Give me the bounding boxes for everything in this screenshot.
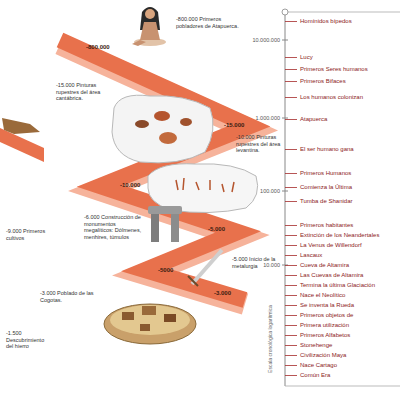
timeline-item: Atapuerca bbox=[300, 116, 327, 123]
dolmen-figure bbox=[148, 206, 182, 242]
chart-tick bbox=[285, 201, 297, 202]
chart-tick bbox=[285, 265, 297, 266]
axis-title: Escala cronológica logarítmica bbox=[267, 299, 273, 379]
date-text: -15.000 bbox=[224, 122, 244, 128]
timeline-item: Extinción de los Neandertales bbox=[300, 232, 379, 239]
timeline-item: Tumba de Shanidar bbox=[300, 198, 352, 205]
chart-tick bbox=[285, 255, 297, 256]
timeline-item: Primeros Humanos bbox=[300, 170, 351, 177]
axis-value: 10.000 bbox=[220, 262, 280, 268]
event-note: -9.000 Primeros cultivos bbox=[6, 228, 46, 241]
village-figure bbox=[104, 304, 196, 344]
animal-figure bbox=[2, 118, 40, 134]
chart-tick bbox=[285, 325, 297, 326]
date-text: -5000 bbox=[158, 267, 173, 273]
chart-tick bbox=[285, 375, 297, 376]
timeline-item: Primeros Alfabetos bbox=[300, 332, 350, 339]
date-text: -10.000 bbox=[120, 182, 140, 188]
band-date: -5000 bbox=[156, 266, 175, 274]
timeline-item: Primeros Seres humanos bbox=[300, 66, 368, 73]
timeline-item: Termina la última Glaciación bbox=[300, 282, 375, 289]
chart-tick bbox=[285, 285, 297, 286]
chart-tick bbox=[285, 295, 297, 296]
chart-tick bbox=[285, 355, 297, 356]
event-note: -800.000 Primeros pobladores de Atapuerc… bbox=[176, 16, 246, 29]
chart-tick bbox=[285, 345, 297, 346]
timeline-item: Primeros habitantes bbox=[300, 222, 353, 229]
band-date: -3.000 bbox=[212, 289, 233, 297]
rock-paintings-levantine bbox=[148, 164, 258, 213]
chart-tick bbox=[285, 119, 297, 120]
chart-tick bbox=[285, 57, 297, 58]
timeline-item: Stonehenge bbox=[300, 342, 332, 349]
chart-tick bbox=[285, 275, 297, 276]
date-text: -800.000 bbox=[86, 44, 110, 50]
timeline-item: Lascaux bbox=[300, 252, 322, 259]
person-figure bbox=[132, 7, 166, 46]
timeline-item: Nace Cartago bbox=[300, 362, 337, 369]
axis-value: 1.000.000 bbox=[220, 115, 280, 121]
timeline-item: Se inventa la Rueda bbox=[300, 302, 354, 309]
timeline-item: Homínidos bípedos bbox=[300, 18, 352, 25]
chart-tick bbox=[285, 305, 297, 306]
chart-tick bbox=[285, 335, 297, 336]
chart-tick bbox=[285, 187, 297, 188]
sword-figure bbox=[188, 250, 222, 286]
event-note: -15.000 Pinturas rupestres del área cant… bbox=[56, 82, 108, 102]
timeline-item: Primera utilización bbox=[300, 322, 349, 329]
timeline-item: Común Era bbox=[300, 372, 330, 379]
chart-tick bbox=[285, 315, 297, 316]
rock-paintings-cantabrian bbox=[112, 95, 213, 163]
band-date: -800.000 bbox=[84, 43, 112, 51]
event-note: -3.000 Poblado de las Cogotas. bbox=[40, 290, 95, 303]
timeline-item: Cueva de Altamira bbox=[300, 262, 349, 269]
event-note: -1.500 Descubrimiento del hierro bbox=[6, 330, 52, 350]
timeline-item: Primeros objetos de bbox=[300, 312, 353, 319]
timeline-item: Lucy bbox=[300, 54, 313, 61]
timeline-item: Comienza la Última bbox=[300, 184, 352, 191]
band-date: -10.000 bbox=[118, 181, 142, 189]
event-note: -6.000 Construcción de monumentos megalí… bbox=[84, 214, 144, 240]
chart-tick bbox=[285, 245, 297, 246]
chart-tick bbox=[285, 149, 297, 150]
date-text: -3.000 bbox=[214, 290, 231, 296]
axis-value: 10.000.000 bbox=[220, 37, 280, 43]
chart-tick bbox=[285, 225, 297, 226]
band-date: -15.000 bbox=[222, 121, 246, 129]
event-note: -10.000 Pinturas rupestres del área leva… bbox=[236, 134, 288, 154]
timeline-item: Las Cuevas de Altamira bbox=[300, 272, 363, 279]
timeline-item: Nace el Neolítico bbox=[300, 292, 345, 299]
chart-frame bbox=[282, 9, 400, 386]
chart-tick bbox=[285, 69, 297, 70]
timeline-item: Los humanos colonizan bbox=[300, 94, 363, 101]
date-text: -5.000 bbox=[208, 226, 225, 232]
band-date: -5.000 bbox=[206, 225, 227, 233]
chart-tick bbox=[285, 173, 297, 174]
axis-value: 100.000 bbox=[220, 188, 280, 194]
timeline-item: Primeros Bífaces bbox=[300, 78, 346, 85]
chart-tick bbox=[285, 97, 297, 98]
timeline-item: La Venus de Willendorf bbox=[300, 242, 362, 249]
chart-tick bbox=[285, 21, 297, 22]
chart-tick bbox=[285, 365, 297, 366]
timeline-item: Civilización Maya bbox=[300, 352, 346, 359]
chart-tick bbox=[285, 81, 297, 82]
chart-tick bbox=[285, 235, 297, 236]
timeline-item: El ser humano gana bbox=[300, 146, 354, 153]
